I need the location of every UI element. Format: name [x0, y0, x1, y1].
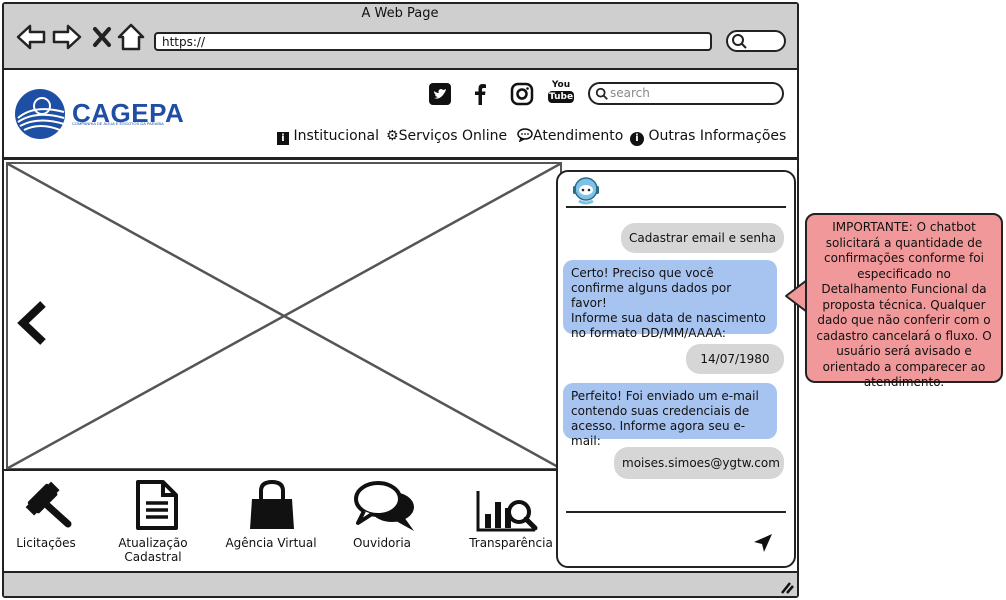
youtube-label-top: You [551, 80, 571, 90]
chat-message-user: Cadastrar email e senha [621, 223, 784, 253]
menu-label: Serviços Online [398, 128, 508, 144]
chat-header-divider [566, 206, 786, 208]
home-icon[interactable] [116, 22, 146, 52]
image-placeholder [8, 164, 560, 468]
search-icon [595, 87, 608, 100]
menu-item-atendimento[interactable]: Atendimento [517, 128, 623, 144]
chat-message-user: moises.simoes@ygtw.com [614, 447, 784, 479]
chat-message-bot: Certo! Preciso que você confirme alguns … [563, 260, 777, 340]
logo-subtitle: COMPANHIA DE ÁGUA E ESGOTOS DA PARAÍBA [72, 121, 164, 126]
logo-text: CAGEPA [72, 98, 185, 128]
gear-icon: ⚙ [386, 128, 399, 144]
resize-grip-icon[interactable] [778, 580, 794, 594]
menu-item-institucional[interactable]: i Institucional [277, 128, 379, 145]
gavel-icon [25, 481, 72, 528]
cagepa-logo-icon[interactable] [14, 88, 70, 140]
hero-carousel[interactable] [6, 162, 562, 470]
menu-label: Outras Informações [648, 128, 787, 144]
hero-divider [4, 469, 564, 471]
window-title: A Web Page [361, 6, 439, 21]
info-circle-icon: i [630, 132, 644, 146]
shortcut-label: Transparência [469, 536, 553, 550]
chevron-left-icon[interactable] [16, 300, 48, 346]
note-pointer [785, 279, 808, 313]
shortcut-transparencia[interactable]: Transparência [461, 478, 561, 568]
facebook-icon[interactable] [468, 82, 492, 106]
chart-search-icon [476, 491, 538, 532]
url-bar[interactable] [154, 32, 712, 51]
twitter-icon[interactable] [428, 82, 452, 106]
browser-statusbar [4, 571, 797, 596]
header-divider [4, 157, 797, 160]
shortcut-agencia-virtual[interactable]: Agência Virtual [221, 478, 321, 568]
shortcut-label: Ouvidoria [352, 536, 412, 550]
menu-item-outras-informacoes[interactable]: i Outras Informações [630, 128, 786, 146]
send-icon[interactable] [752, 532, 774, 554]
annotation-note: IMPORTANTE: O chatbot solicitará a quant… [805, 213, 1003, 389]
shortcut-ouvidoria[interactable]: Ouvidoria [332, 478, 432, 568]
chat-input[interactable] [566, 518, 746, 558]
chat-message-user: 14/07/1980 [686, 344, 784, 374]
chat-input-divider [566, 511, 786, 513]
chat-icon [517, 128, 533, 143]
chat-message-bot: Perfeito! Foi enviado um e-mail contendo… [563, 383, 777, 448]
shortcut-label: Agência Virtual [225, 536, 317, 550]
youtube-icon[interactable]: You Tube [548, 80, 574, 106]
site-search-input[interactable] [588, 82, 784, 105]
shortcut-label: Licitações [16, 536, 76, 550]
back-icon[interactable] [16, 22, 46, 52]
menu-item-servicos-online[interactable]: ⚙Serviços Online [386, 128, 507, 144]
info-icon: i [277, 132, 289, 145]
chatbot-avatar-icon [573, 177, 599, 205]
shortcut-atualizacao-cadastral[interactable]: Atualização Cadastral [103, 478, 203, 568]
document-icon [136, 480, 178, 530]
browser-search-box[interactable] [726, 30, 786, 52]
search-icon [732, 34, 747, 49]
speech-bubbles-icon [354, 481, 414, 531]
site-search-placeholder: search [610, 86, 650, 100]
instagram-icon[interactable] [510, 82, 534, 106]
shortcut-label: Atualização Cadastral [118, 536, 188, 564]
shortcut-licitacoes[interactable]: Licitações [0, 478, 92, 568]
forward-icon[interactable] [52, 22, 82, 52]
stop-icon[interactable] [88, 22, 118, 52]
menu-label: Institucional [293, 128, 379, 144]
shopping-bag-icon [250, 479, 294, 529]
youtube-label-bottom: Tube [548, 91, 574, 103]
menu-label: Atendimento [533, 128, 624, 144]
